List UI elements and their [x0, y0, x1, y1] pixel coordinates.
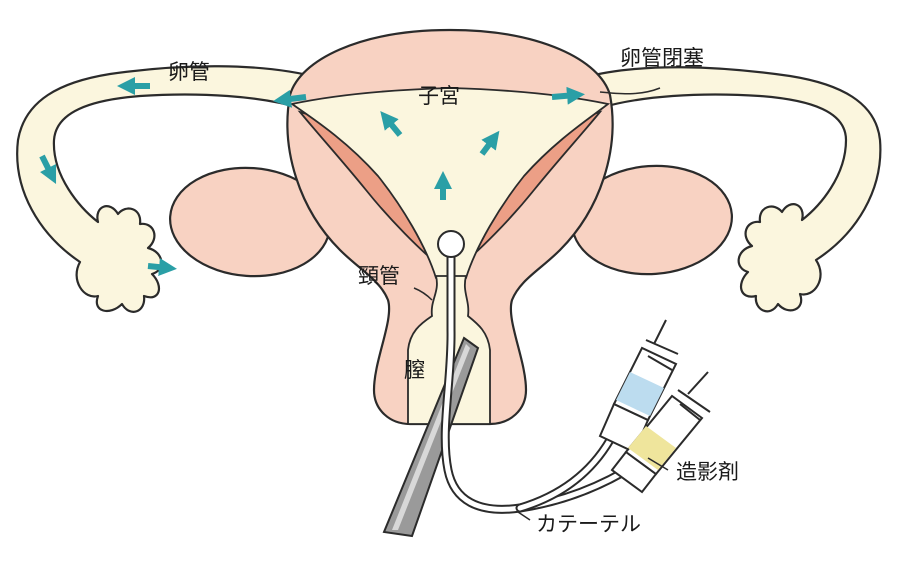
catheter-tube-inner: [442, 245, 643, 512]
flow-arrow: [147, 258, 177, 277]
tubal-occlusion-line: [599, 87, 661, 95]
flow-arrow: [39, 154, 57, 185]
right-fallopian-tube: [580, 66, 882, 313]
leader-catheter: [517, 511, 531, 521]
label-cervix: 頸管: [358, 264, 400, 288]
label-tubal-occlusion: 卵管閉塞: [620, 46, 704, 70]
label-uterus: 子宮: [418, 84, 460, 108]
label-vagina: 膣: [404, 358, 425, 382]
leader-contrast: [647, 457, 669, 471]
label-contrast-agent: 造影剤: [676, 460, 739, 484]
left-fallopian-tube: [16, 65, 322, 313]
flow-arrow: [273, 89, 307, 108]
flow-arrow: [479, 130, 500, 156]
syringe-upper: [598, 319, 679, 454]
flow-arrows: [39, 77, 585, 277]
flow-arrow: [380, 111, 403, 137]
leader-cervix: [413, 287, 433, 301]
flow-arrow: [551, 86, 585, 105]
syringe-lower: [610, 371, 711, 494]
label-fallopian-tube: 卵管: [168, 60, 210, 84]
label-catheter: カテーテル: [536, 512, 641, 536]
catheter-balloon: [437, 230, 465, 258]
catheter-branch-inner: [517, 437, 613, 511]
